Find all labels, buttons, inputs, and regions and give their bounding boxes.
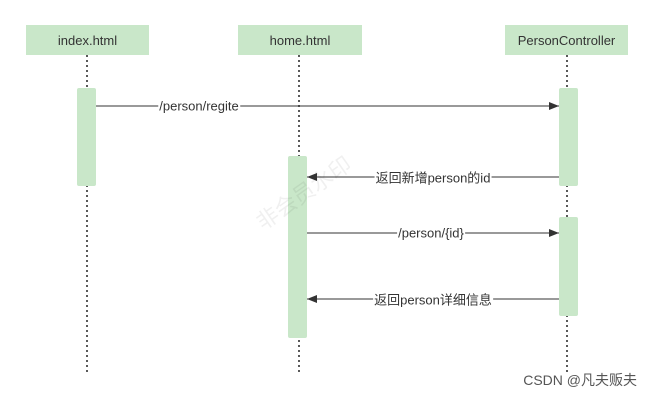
participant-index-label: index.html — [57, 32, 118, 48]
activation-controller-1 — [559, 88, 578, 186]
participant-controller-label: PersonController — [517, 32, 616, 48]
activation-controller-2 — [559, 217, 578, 316]
message-label-4: 返回person详细信息 — [373, 289, 493, 309]
message-label-3: /person/{id} — [397, 225, 465, 241]
message-label-2: 返回新增person的id — [374, 167, 492, 187]
participant-home-html: home.html — [238, 25, 362, 55]
participant-index-html: index.html — [26, 25, 149, 55]
activation-home — [288, 156, 307, 338]
participant-home-label: home.html — [269, 32, 331, 48]
participant-person-controller: PersonController — [505, 25, 628, 55]
message-label-1: /person/regite — [158, 98, 240, 114]
activation-index — [77, 88, 96, 186]
credit-text: CSDN @凡夫贩夫 — [523, 372, 637, 388]
